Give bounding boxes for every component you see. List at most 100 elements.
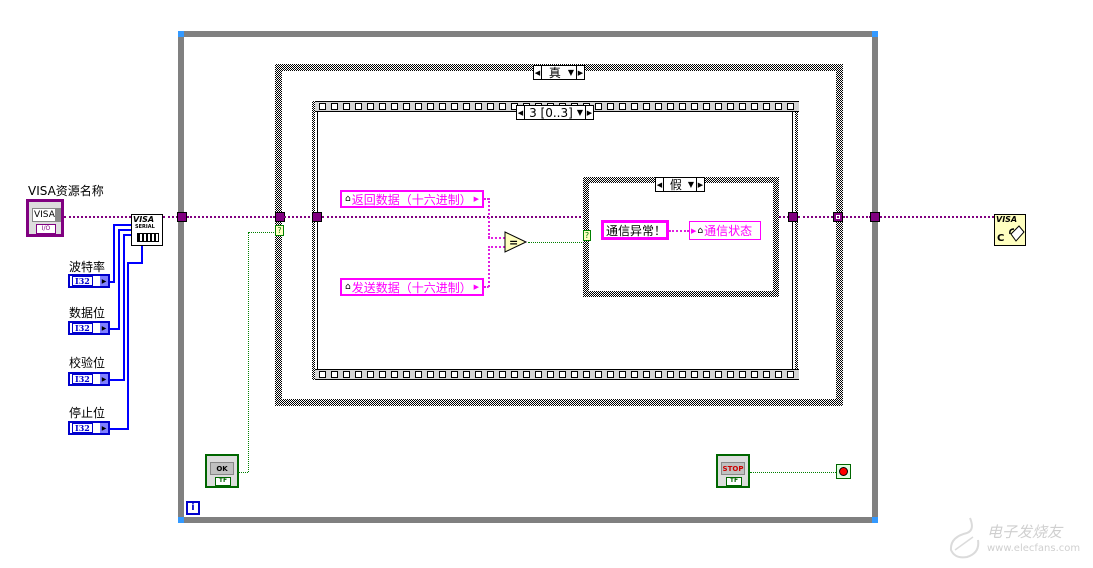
visa-serial-subtitle: SERIAL: [135, 224, 155, 230]
string-wire: [488, 198, 490, 238]
string-wire: [669, 230, 689, 232]
bool-type-tag: TF: [726, 477, 742, 486]
loop-tunnel-in: [177, 212, 187, 222]
ok-button-label: OK: [210, 462, 234, 475]
increment-arrow-icon[interactable]: ▶: [585, 106, 593, 119]
equal-symbol: =: [509, 236, 518, 249]
i32-tag: I32: [72, 323, 93, 333]
dropdown-icon[interactable]: ▼: [567, 68, 574, 77]
output-arrow-icon: ▶: [100, 323, 108, 333]
inner-case-selector-terminal: ?: [583, 230, 591, 241]
while-loop-right: [872, 31, 878, 523]
send-data-local-variable[interactable]: ⌂ 发送数据（十六进制） ▶: [340, 278, 484, 296]
output-arrow-icon: ▶: [473, 195, 479, 203]
visa-configure-serial-node[interactable]: VISA SERIAL: [131, 214, 163, 246]
visa-resource-label: VISA资源名称: [28, 184, 104, 198]
int-wire: [110, 379, 124, 381]
visa-wire: [64, 216, 131, 218]
visa-resource-value: VISA: [32, 208, 56, 222]
outer-case-selector[interactable]: ◀ 真 ▼ ▶: [533, 65, 585, 80]
visa-wire: [322, 216, 793, 218]
decrement-arrow-icon[interactable]: ◀: [656, 178, 664, 191]
resize-handle[interactable]: [872, 31, 878, 37]
equal-function[interactable]: =: [504, 231, 528, 253]
i32-tag: I32: [72, 374, 93, 384]
dropdown-icon[interactable]: ▼: [687, 180, 694, 189]
i32-tag: I32: [72, 276, 93, 286]
while-loop-bottom: [178, 517, 878, 523]
inner-case-selector[interactable]: ◀ 假 ▼ ▶: [655, 177, 705, 192]
int-wire: [118, 229, 120, 330]
sequence-bottom-strip: [315, 369, 799, 380]
bool-wire: [238, 472, 248, 473]
increment-arrow-icon[interactable]: ▶: [696, 178, 704, 191]
iteration-terminal: i: [186, 501, 200, 515]
int-wire: [110, 428, 128, 430]
visa-wire: [880, 216, 994, 218]
input-arrow-icon: ▶: [691, 226, 697, 235]
home-icon: ⌂: [697, 225, 704, 236]
output-arrow-icon: ▶: [473, 283, 479, 291]
bool-type-tag: TF: [215, 477, 231, 486]
ok-button-control[interactable]: OK TF: [205, 454, 239, 488]
comm-status-label: 通信状态: [704, 224, 753, 238]
decrement-arrow-icon[interactable]: ◀: [517, 106, 525, 119]
loop-condition-terminal[interactable]: [836, 464, 851, 479]
sequence-tunnel-in: [312, 212, 322, 222]
loop-tunnel-out: [870, 212, 880, 222]
string-wire: [488, 237, 505, 239]
data-bits-label: 数据位: [69, 306, 106, 320]
visa-serial-title: VISA: [133, 215, 155, 224]
string-wire: [488, 246, 490, 287]
outer-case-value: 真: [548, 66, 561, 80]
inner-case-value: 假: [669, 178, 682, 192]
string-wire: [484, 286, 489, 288]
decrement-arrow-icon[interactable]: ◀: [534, 66, 542, 79]
home-icon: ⌂: [345, 194, 351, 204]
string-wire: [488, 246, 505, 248]
stop-button-control[interactable]: STOP TF: [716, 454, 750, 488]
increment-arrow-icon[interactable]: ▶: [576, 66, 584, 79]
comm-status-local-variable[interactable]: ▶ ⌂ 通信状态: [689, 221, 761, 240]
bool-wire: [248, 232, 276, 233]
case-selector-terminal: ?: [275, 225, 284, 236]
visa-resource-control[interactable]: VISA I/O: [26, 199, 64, 237]
io-tag: I/O: [36, 224, 56, 234]
while-loop-left: [178, 31, 184, 523]
visa-wire: [187, 216, 275, 218]
visa-close-subtitle: C: [997, 233, 1005, 244]
send-data-label: 发送数据（十六进制）: [351, 280, 472, 295]
dropdown-arrow-icon: [55, 208, 61, 222]
sequence-selector[interactable]: ◀ 3 [0..3] ▼ ▶: [516, 105, 594, 120]
int-wire: [110, 328, 119, 330]
output-arrow-icon: ▶: [100, 423, 108, 433]
baud-rate-control[interactable]: I32 ▶: [68, 274, 110, 288]
watermark: 电子发烧友 www.elecfans.com: [945, 515, 1085, 560]
watermark-url: www.elecfans.com: [987, 543, 1081, 554]
visa-wire: [798, 216, 833, 218]
return-data-label: 返回数据（十六进制）: [351, 192, 472, 207]
visa-close-node[interactable]: VISA C: [994, 214, 1026, 246]
int-wire: [110, 281, 114, 283]
sequence-frame-value: 3 [0..3]: [529, 105, 573, 120]
bool-wire: [248, 232, 249, 472]
stop-bits-control[interactable]: I32▶: [68, 421, 110, 435]
comm-error-constant[interactable]: 通信异常！: [601, 220, 669, 240]
parity-control[interactable]: I32▶: [68, 372, 110, 386]
data-bits-control[interactable]: I32 ▶: [68, 321, 110, 335]
int-wire: [118, 229, 131, 231]
close-reference-icon: [1009, 225, 1025, 242]
parity-label: 校验位: [69, 356, 106, 370]
baud-rate-label: 波特率: [69, 260, 106, 274]
case-tunnel-out: [833, 212, 843, 222]
dropdown-icon[interactable]: ▼: [576, 108, 583, 117]
resize-handle[interactable]: [872, 517, 878, 523]
visa-wire: [163, 216, 178, 218]
serial-port-icon: [137, 233, 159, 242]
bool-wire: [528, 242, 584, 243]
resize-handle[interactable]: [178, 517, 184, 523]
return-data-local-variable[interactable]: ⌂ 返回数据（十六进制） ▶: [340, 190, 484, 208]
resize-handle[interactable]: [178, 31, 184, 37]
bool-wire: [750, 472, 836, 473]
output-arrow-icon: ▶: [100, 276, 108, 286]
